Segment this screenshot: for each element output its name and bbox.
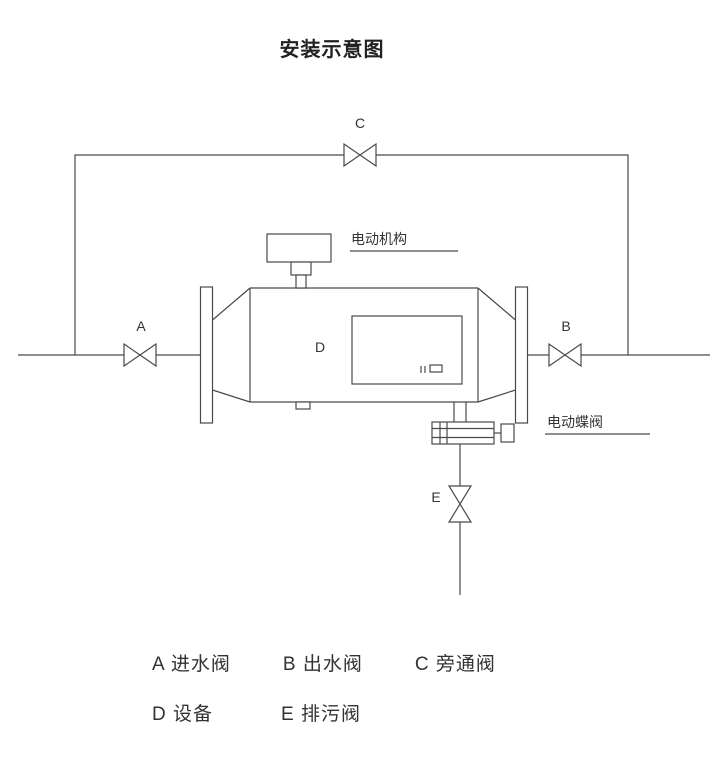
valve-a-label: A [136,318,146,334]
legend-row-1: A 进水阀 B 出水阀 C 旁通阀 [152,649,496,676]
legend-item-inlet-valve: A 进水阀 [152,654,231,675]
valve-c-icon [343,142,377,168]
legend-item-outlet-valve: B 出水阀 [282,654,363,675]
drain-pipe [453,402,467,422]
bypass-line [74,154,629,355]
actuator-icon [266,233,332,289]
indicator-window [429,364,443,373]
device-label: D [315,339,325,355]
drain-plug [295,401,311,410]
valve-e-icon [447,485,473,523]
butterfly-valve-icon [431,421,515,445]
control-panel [351,315,463,385]
valve-c-label: C [355,115,365,131]
legend-item-drain-valve: E 排污阀 [281,704,361,725]
valve-b-label: B [561,318,570,334]
valve-e-label: E [431,489,440,505]
right-flange [514,286,529,424]
valve-a-icon [123,342,157,368]
actuator-label: 电动机构 [351,231,407,247]
left-flange [199,286,214,424]
legend-item-device: D 设备 [152,704,214,725]
butterfly-valve-label: 电动蝶阀 [547,414,603,430]
legend-item-bypass-valve: C 旁通阀 [414,654,496,675]
butterfly-motor-icon [500,423,515,443]
valve-b-icon [548,342,582,368]
device-vessel [199,286,529,424]
legend-row-2: D 设备 E 排污阀 [152,699,361,726]
page-title: 安装示意图 [279,39,385,61]
